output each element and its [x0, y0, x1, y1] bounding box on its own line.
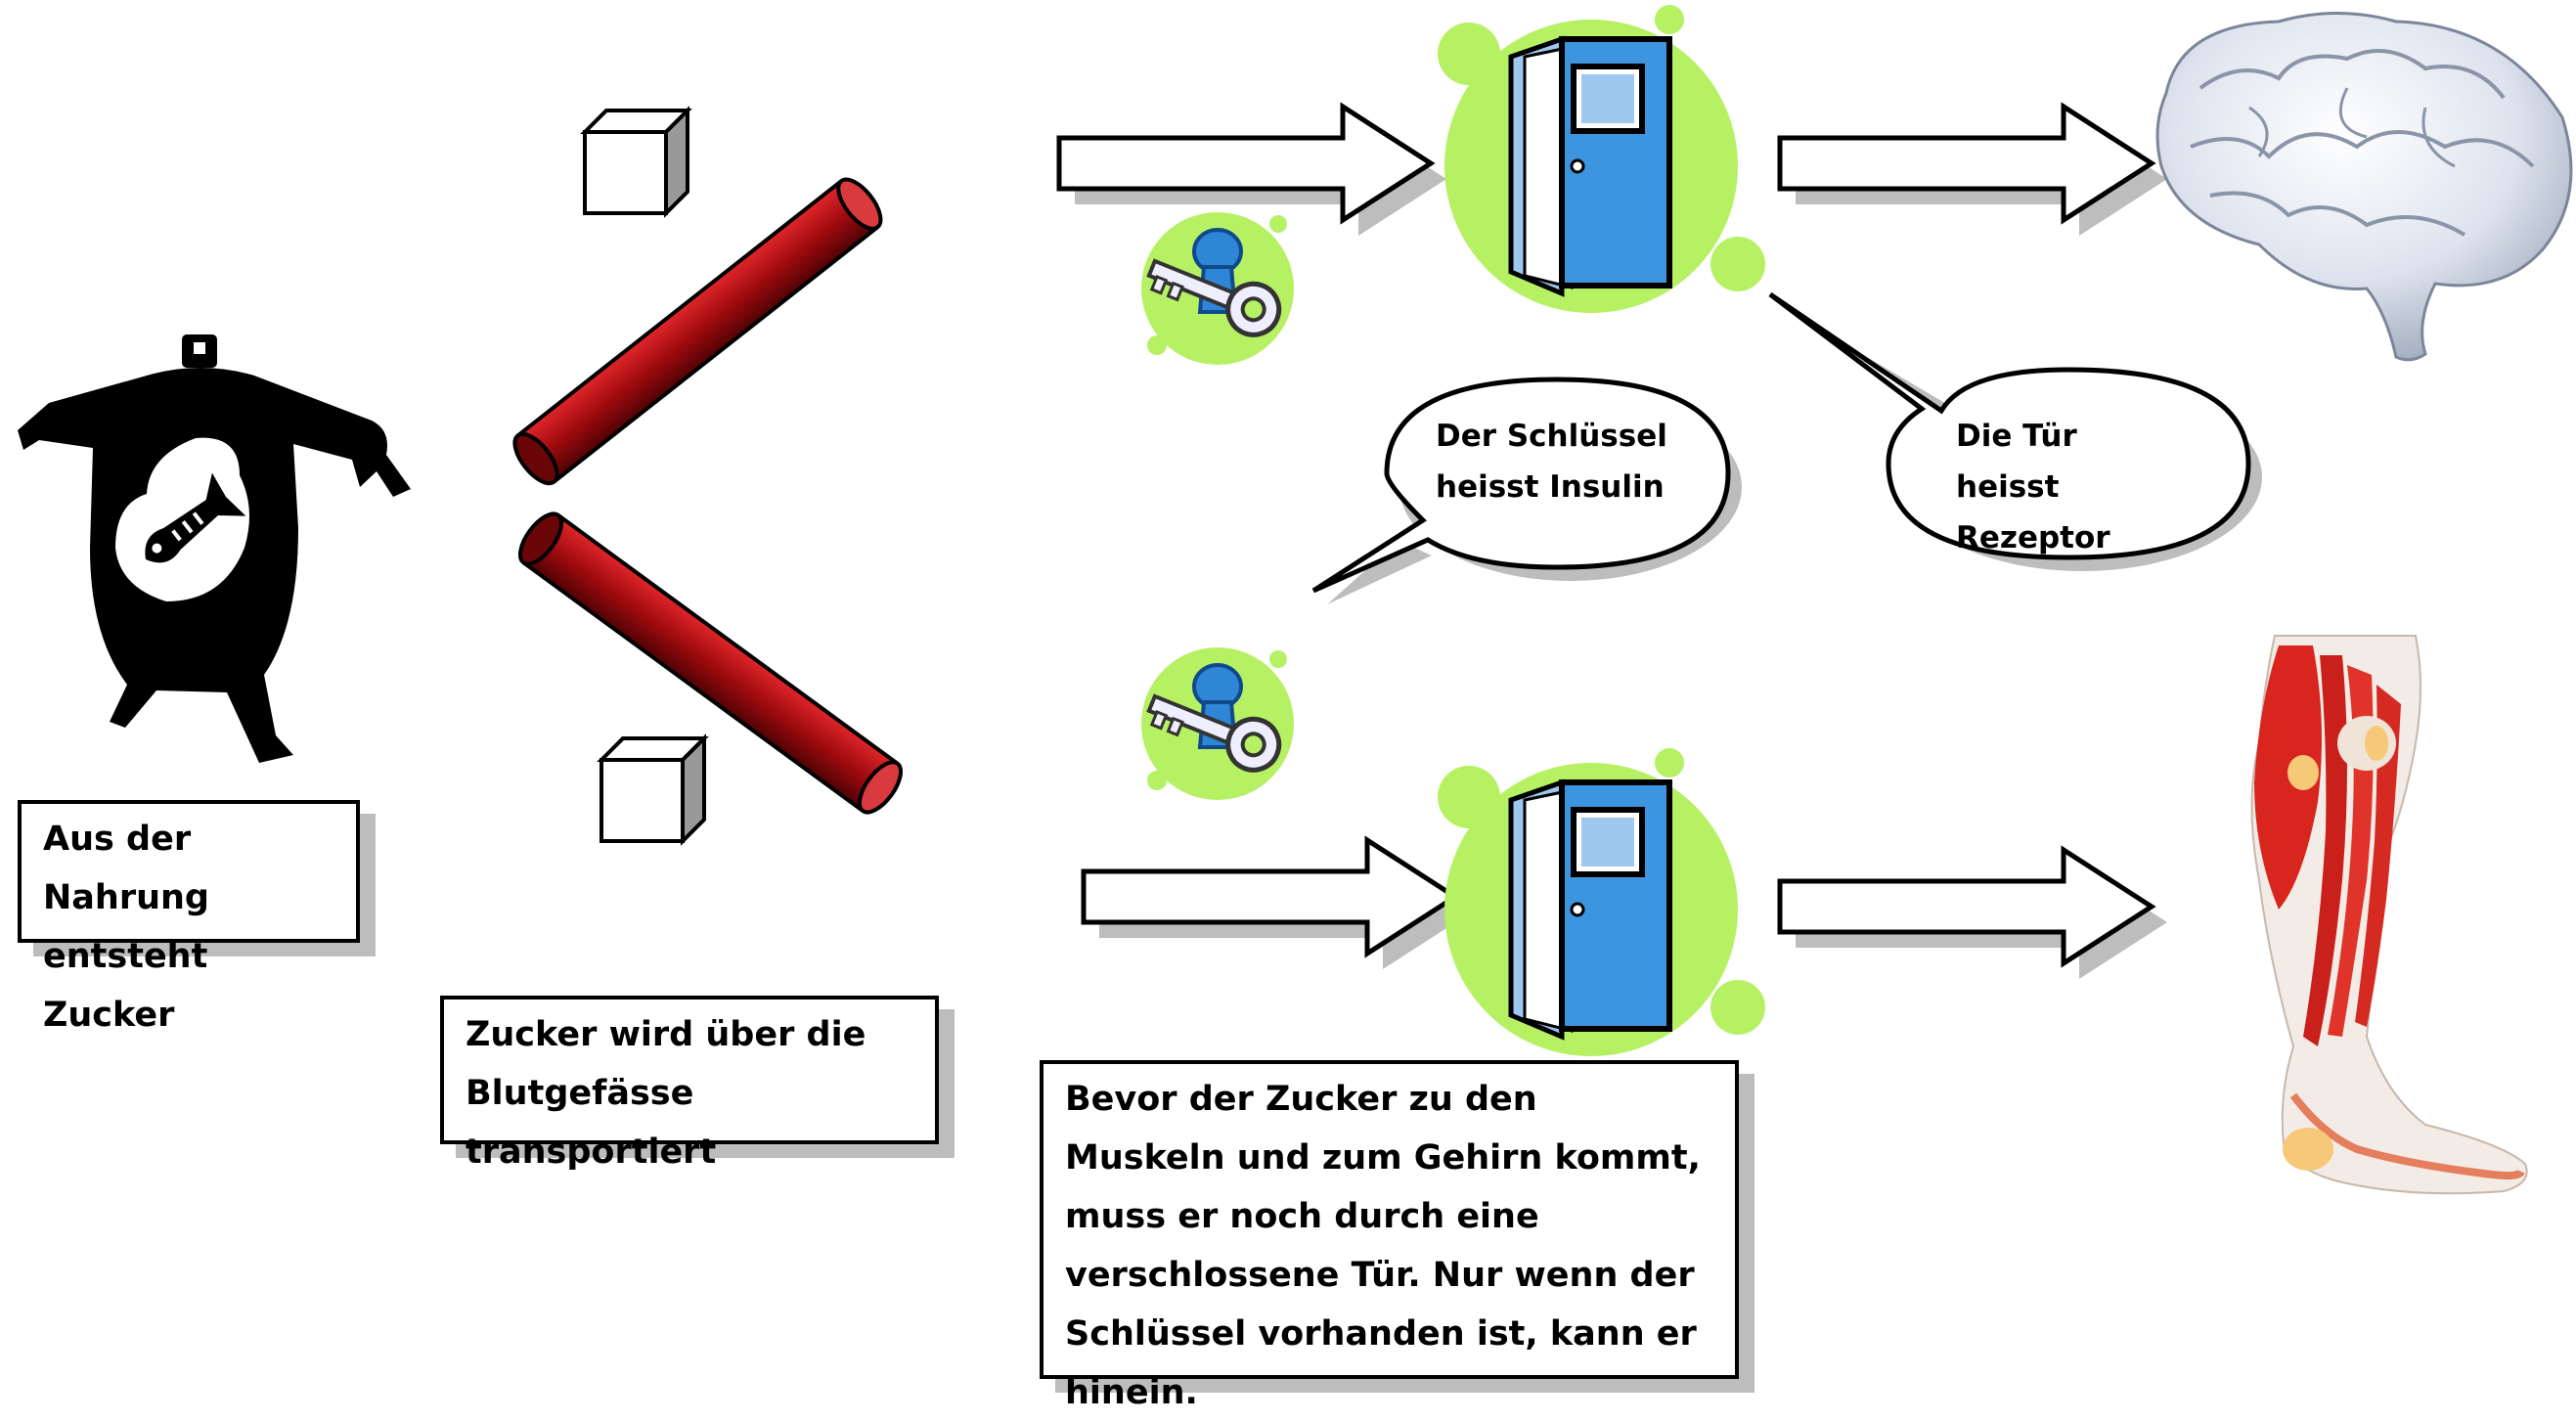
blood-vessel-icon: [517, 511, 904, 815]
arrow-icon: [1780, 107, 2167, 236]
box-erklaerung: Bevor der Zucker zu den Muskeln und zum …: [1040, 1060, 1739, 1412]
leg-muscle-icon: [2250, 635, 2528, 1195]
person-eating-fish-icon: [18, 334, 411, 763]
bubble-rezeptor-text: Die Tür heisst Rezeptor: [1956, 411, 2161, 563]
arrow-icon: [1059, 107, 1446, 236]
diagram-canvas: [18, 0, 2573, 1195]
door-icon: [1438, 748, 1765, 1056]
key-icon: [1141, 212, 1294, 365]
box-blutgefaesse-text: Zucker wird über die Blutgefässe transpo…: [466, 1015, 866, 1172]
box-nahrung-text: Aus der Nahrung entsteht Zucker: [43, 820, 209, 1035]
speech-bubble-insulin: [1311, 377, 1742, 604]
box-erklaerung-text: Bevor der Zucker zu den Muskeln und zum …: [1065, 1080, 1701, 1412]
bubble-insulin-label: Der Schlüssel heisst Insulin: [1436, 419, 1667, 505]
sugar-cube-icon: [600, 736, 706, 843]
box-blutgefaesse: Zucker wird über die Blutgefässe transpo…: [440, 996, 939, 1172]
key-icon: [1141, 647, 1294, 800]
arrow-icon: [1084, 840, 1471, 969]
door-icon: [1438, 5, 1765, 313]
speech-bubble-rezeptor: [1768, 291, 2262, 571]
bubble-rezeptor-label: Die Tür heisst Rezeptor: [1956, 419, 2110, 555]
blood-vessel-icon: [512, 177, 883, 486]
sugar-cube-icon: [583, 109, 689, 215]
box-nahrung: Aus der Nahrung entsteht Zucker: [18, 800, 360, 1035]
arrow-icon: [1780, 850, 2167, 979]
bubble-insulin-text: Der Schlüssel heisst Insulin: [1436, 411, 1690, 512]
brain-icon: [2155, 12, 2573, 362]
